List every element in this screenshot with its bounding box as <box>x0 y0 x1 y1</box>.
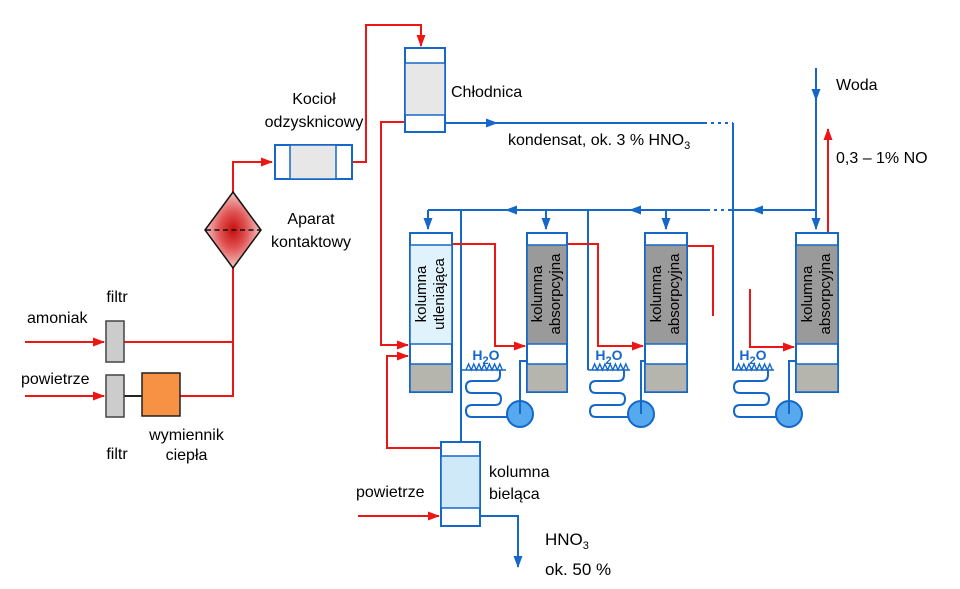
cooler-vessel <box>404 47 446 133</box>
oxidizing-column-label-line1: kolumna <box>413 265 430 323</box>
bleaching-column-label-line2: bieląca <box>489 486 540 503</box>
heat-exchanger-outlet <box>180 268 234 397</box>
water-label: Woda <box>836 77 878 94</box>
absorption-column-label-3: kolumna absorpcyjna <box>799 254 835 335</box>
absorption-column-label-line2: absorpcyjna <box>817 253 834 335</box>
boiler-to-cooler <box>352 24 426 163</box>
gas-to-col4 <box>749 289 795 352</box>
h2o-pre: H <box>739 347 750 363</box>
oxidizing-column-vessel <box>409 232 453 393</box>
product-formula: HNO <box>545 530 583 549</box>
product-formula-sub: 3 <box>582 540 589 552</box>
heat-exchanger-label: wymiennik ciepła <box>139 426 234 466</box>
pump-1-stem <box>519 360 526 414</box>
pumps <box>506 360 803 428</box>
product-outlet-line <box>480 515 523 568</box>
cooler-to-oxidizing <box>380 121 409 350</box>
h2o-sub: 2 <box>749 355 756 367</box>
h2o-sub: 2 <box>605 355 612 367</box>
absorption-column-label-line1: kolumna <box>799 265 816 323</box>
contact-to-boiler <box>232 157 273 192</box>
tail-gas-label: 0,3 – 1% NO <box>836 150 928 167</box>
absorption-column-vessel-2 <box>644 232 688 393</box>
absorption-column-label-line1: kolumna <box>648 265 665 323</box>
cooling-coil-1 <box>464 370 508 418</box>
col3-outlet-stub <box>687 245 714 316</box>
pump-2-stem <box>640 360 644 414</box>
condensate-label-sub: 3 <box>684 140 691 152</box>
h2o-suf: O <box>488 347 500 363</box>
cooling-coil-2 <box>588 370 629 418</box>
recovery-boiler-label: Kocioł odzysknicowy <box>254 88 374 134</box>
pump-3-stem <box>788 360 795 414</box>
contact-apparatus-label-line1: Aparat <box>287 211 335 228</box>
recovery-boiler-label-line1: Kocioł <box>292 91 336 108</box>
oxidizing-column-label-line2: utleniająca <box>431 258 448 330</box>
red-piping <box>25 24 833 521</box>
condensate-label-text: kondensat, ok. 3 % HNO <box>508 132 685 149</box>
h2o-pre: H <box>595 347 606 363</box>
heat-exchanger-label-line2: ciepła <box>165 447 208 464</box>
filter-bottom-label: filtr <box>106 446 128 463</box>
absorption-column-label-line2: absorpcyjna <box>666 253 683 335</box>
filter-top-box <box>105 320 125 363</box>
blue-piping <box>423 68 821 568</box>
filter-top-label: filtr <box>106 289 128 306</box>
cooling-water-label-3: H2O <box>733 347 773 367</box>
recovery-boiler-label-line2: odzysknicowy <box>264 114 364 131</box>
contact-apparatus-label: Aparat kontaktowy <box>264 208 358 254</box>
h2o-suf: O <box>611 347 623 363</box>
sprinkler-1 <box>462 362 506 372</box>
bleaching-column-label: kolumna bieląca <box>489 462 549 506</box>
ammonia-label: amoniak <box>27 310 88 327</box>
product-label: HNO3 ok. 50 % <box>545 528 611 581</box>
col1-to-col2 <box>452 243 526 351</box>
bleaching-column-vessel <box>440 441 481 527</box>
condensate-label: kondensat, ok. 3 % HNO3 <box>508 131 690 156</box>
filter-bottom-box <box>105 374 125 418</box>
recovery-boiler-vessel <box>274 144 353 180</box>
heat-exchanger-label-line1: wymiennik <box>149 427 224 444</box>
col2-to-col3 <box>567 243 644 351</box>
bleaching-column-label-line1: kolumna <box>489 464 550 481</box>
vessels <box>105 47 839 527</box>
bleach-to-oxidizing <box>386 351 441 449</box>
h2o-sub: 2 <box>482 355 489 367</box>
h2o-pre: H <box>472 347 483 363</box>
absorption-column-vessel-1 <box>526 232 568 393</box>
product-label-line2: ok. 50 % <box>545 560 612 579</box>
air-main-label: powietrze <box>21 371 90 388</box>
cooling-water-label-1: H2O <box>466 347 506 367</box>
air-bleach-label: powietrze <box>356 484 425 501</box>
absorption-column-label-line2: absorpcyjna <box>547 253 564 335</box>
cooling-coil-3 <box>732 370 777 418</box>
absorption-column-label-2: kolumna absorpcyjna <box>648 254 684 335</box>
product-label-line1: HNO3 <box>545 528 611 558</box>
cooling-water-label-2: H2O <box>589 347 629 367</box>
cooler-label: Chłodnica <box>451 84 523 101</box>
heat-exchanger-box <box>141 372 181 417</box>
absorption-column-label-line1: kolumna <box>529 265 546 323</box>
h2o-suf: O <box>755 347 767 363</box>
absorption-column-label-1: kolumna absorpcyjna <box>529 254 565 335</box>
absorption-column-vessel-3 <box>795 232 839 393</box>
oxidizing-column-label: kolumna utleniająca <box>413 258 449 330</box>
contact-apparatus-label-line2: kontaktowy <box>270 234 352 251</box>
